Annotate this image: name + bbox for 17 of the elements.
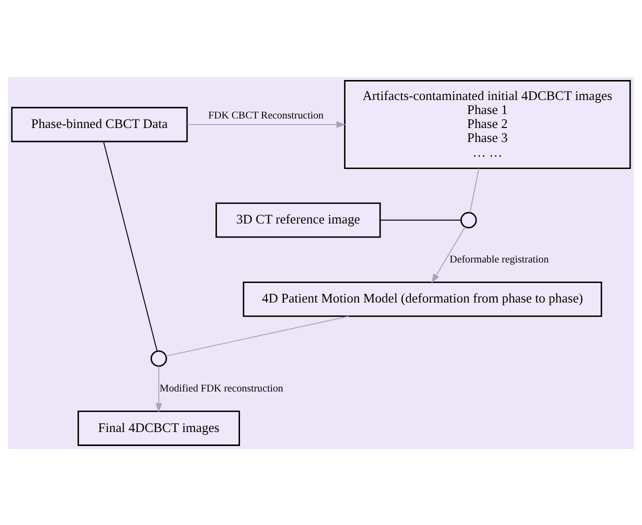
node-box: 4D Patient Motion Model (deformation from phase to phase) (242, 281, 602, 316)
node-box: Artifacts-contaminated initial 4DCBCT images Phase 1 Phase 2 Phase 3 … … (344, 80, 631, 169)
node-box: Phase-binned CBCT Data (11, 106, 188, 142)
node-box: Final 4DCBCT images (78, 410, 240, 446)
node-circle (150, 350, 168, 366)
connector (166, 315, 350, 356)
connector (103, 140, 158, 351)
node-circle (460, 211, 477, 228)
arrow (186, 120, 346, 128)
edge-label: FDK CBCT Reconstruction (208, 110, 324, 122)
edge-label: Deformable registration (450, 254, 549, 265)
edge-label: Modified FDK reconstruction (160, 382, 284, 394)
connector (380, 219, 462, 220)
node-box: 3D CT reference image (216, 202, 381, 238)
arrow (431, 226, 466, 283)
connector (469, 168, 480, 213)
arrow (155, 365, 162, 412)
